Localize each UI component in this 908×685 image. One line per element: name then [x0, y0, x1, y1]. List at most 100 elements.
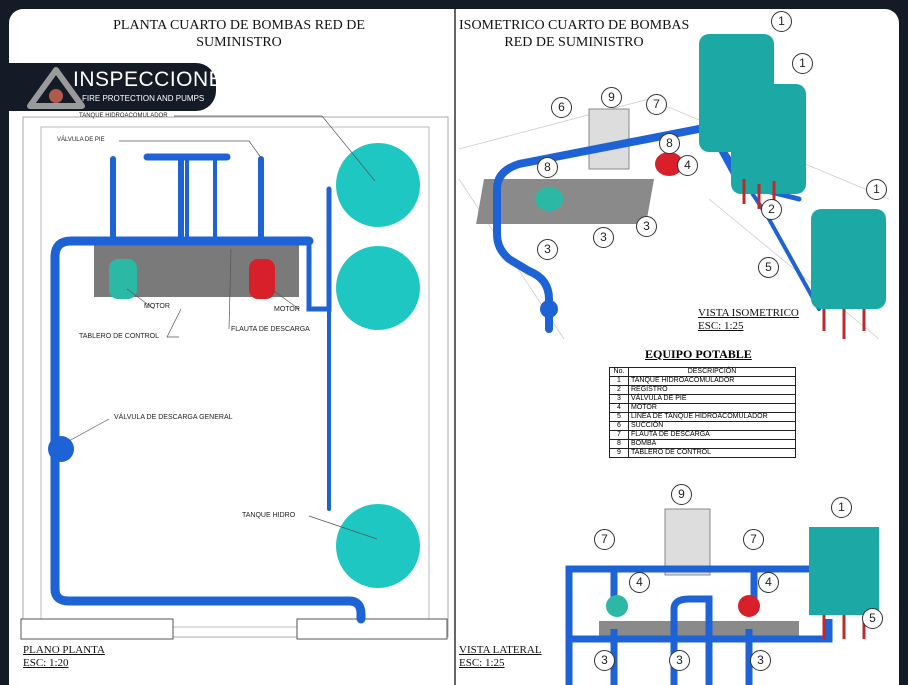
callout: 3	[750, 650, 771, 671]
lat-control-panel	[664, 508, 711, 576]
callout: 4	[758, 572, 779, 593]
lat-motor-red	[738, 595, 760, 617]
callout: 4	[629, 572, 650, 593]
lat-tank	[809, 527, 879, 615]
logo-tagline: FIRE PROTECTION AND PUMPS	[82, 94, 205, 103]
triangle-flame-logo-icon	[27, 67, 85, 109]
iso-view-name: VISTA ISOMETRICO	[698, 307, 799, 319]
equipment-table-title: EQUIPO POTABLE	[645, 347, 752, 361]
iso-title: ISOMETRICO CUARTO DE BOMBAS RED DE SUMIN…	[459, 17, 689, 51]
callout: 3	[594, 650, 615, 671]
label-motor-right: MOTOR	[274, 306, 300, 313]
leader-lines	[68, 115, 378, 540]
callout: 8	[659, 133, 680, 154]
plan-title: PLANTA CUARTO DE BOMBAS RED DE SUMINISTR…	[99, 17, 379, 51]
row-no: 2	[609, 385, 629, 395]
callout: 3	[669, 650, 690, 671]
row-desc: TABLERO DE CONTROL	[628, 448, 796, 458]
row-desc: TANQUE HIDROACOMULADOR	[628, 376, 796, 386]
tank-1	[336, 143, 420, 227]
iso-title-line1: ISOMETRICO CUARTO DE BOMBAS	[459, 18, 690, 33]
tank-3	[336, 504, 420, 588]
row-desc: VÁLVULA DE PIE	[628, 394, 796, 404]
iso-motor-green	[535, 187, 563, 211]
lat-motor-green	[606, 595, 628, 617]
iso-caption: VISTA ISOMETRICO ESC: 1:25	[698, 307, 799, 333]
callout: 1	[792, 53, 813, 74]
motor-left	[109, 259, 137, 299]
callout: 4	[677, 155, 698, 176]
callout: 3	[593, 227, 614, 248]
general-discharge-valve	[48, 436, 74, 462]
callout: 9	[601, 87, 622, 108]
iso-title-line2: RED DE SUMINISTRO	[504, 35, 644, 50]
row-no: 8	[609, 439, 629, 449]
label-motor-left: MOTOR	[144, 303, 170, 310]
callout: 7	[594, 529, 615, 550]
callout: 6	[551, 97, 572, 118]
pump-room-drawings	[20, 9, 890, 685]
row-desc: MOTOR	[628, 403, 796, 413]
callout: 3	[537, 239, 558, 260]
row-no: 6	[609, 421, 629, 431]
row-no: 7	[609, 430, 629, 440]
iso-scale: ESC: 1:25	[698, 320, 744, 332]
row-no: 4	[609, 403, 629, 413]
row-no: 9	[609, 448, 629, 458]
callout: 2	[761, 199, 782, 220]
row-no: 3	[609, 394, 629, 404]
header-description: DESCRIPCIÓN	[628, 367, 796, 377]
plan-scale: ESC: 1:20	[23, 657, 69, 669]
label-tank: TANQUE HIDROACOMULADOR	[79, 113, 168, 119]
row-desc: SUCCIÓN	[628, 421, 796, 431]
iso-control-panel	[588, 108, 630, 170]
row-desc: REGISTRO	[628, 385, 796, 395]
callout: 7	[743, 529, 764, 550]
iso-pump-base	[476, 179, 655, 224]
iso-tanks	[699, 34, 886, 339]
drawing-sheet: PLANTA CUARTO DE BOMBAS RED DE SUMINISTR…	[9, 9, 899, 685]
callout: 1	[831, 497, 852, 518]
lateral-view-name: VISTA LATERAL	[459, 644, 542, 656]
company-logo: INSPECCIONES FIRE PROTECTION AND PUMPS	[0, 63, 237, 111]
logo-name: INSPECCIONES	[73, 68, 238, 91]
row-desc: LINEA DE TANQUE HIDROACOMULADOR	[628, 412, 796, 422]
callout: 8	[537, 157, 558, 178]
label-tank-hidro: TANQUE HIDRO	[242, 512, 296, 519]
label-control-panel: TABLERO DE CONTROL	[79, 333, 159, 340]
callout: 9	[671, 484, 692, 505]
isometric-view	[458, 34, 890, 340]
header-no: No.	[609, 367, 629, 377]
iso-motor-red	[655, 152, 683, 176]
row-desc: FLAUTA DE DESCARGA	[628, 430, 796, 440]
lateral-view	[565, 508, 879, 685]
label-general-valve: VÁLVULA DE DESCARGA GENERAL	[114, 414, 233, 421]
callout: 5	[758, 257, 779, 278]
label-foot-valve: VÁLVULA DE PIE	[57, 137, 105, 143]
plan-title-line2: SUMINISTRO	[196, 35, 282, 50]
tank-2	[336, 246, 420, 330]
callout: 5	[862, 608, 883, 629]
lateral-scale: ESC: 1:25	[459, 657, 505, 669]
row-no: 5	[609, 412, 629, 422]
callout: 3	[636, 216, 657, 237]
plan-title-line1: PLANTA CUARTO DE BOMBAS RED DE	[113, 18, 365, 33]
table-header-row: No. DESCRIPCIÓN	[609, 367, 796, 377]
callout: 1	[771, 11, 792, 32]
callout: 7	[646, 94, 667, 115]
pipes	[50, 153, 366, 624]
callout: 1	[866, 179, 887, 200]
room-outline	[22, 116, 449, 638]
plan-caption: PLANO PLANTA ESC: 1:20	[23, 644, 105, 670]
plan-view-name: PLANO PLANTA	[23, 644, 105, 656]
plan-view	[20, 115, 449, 640]
